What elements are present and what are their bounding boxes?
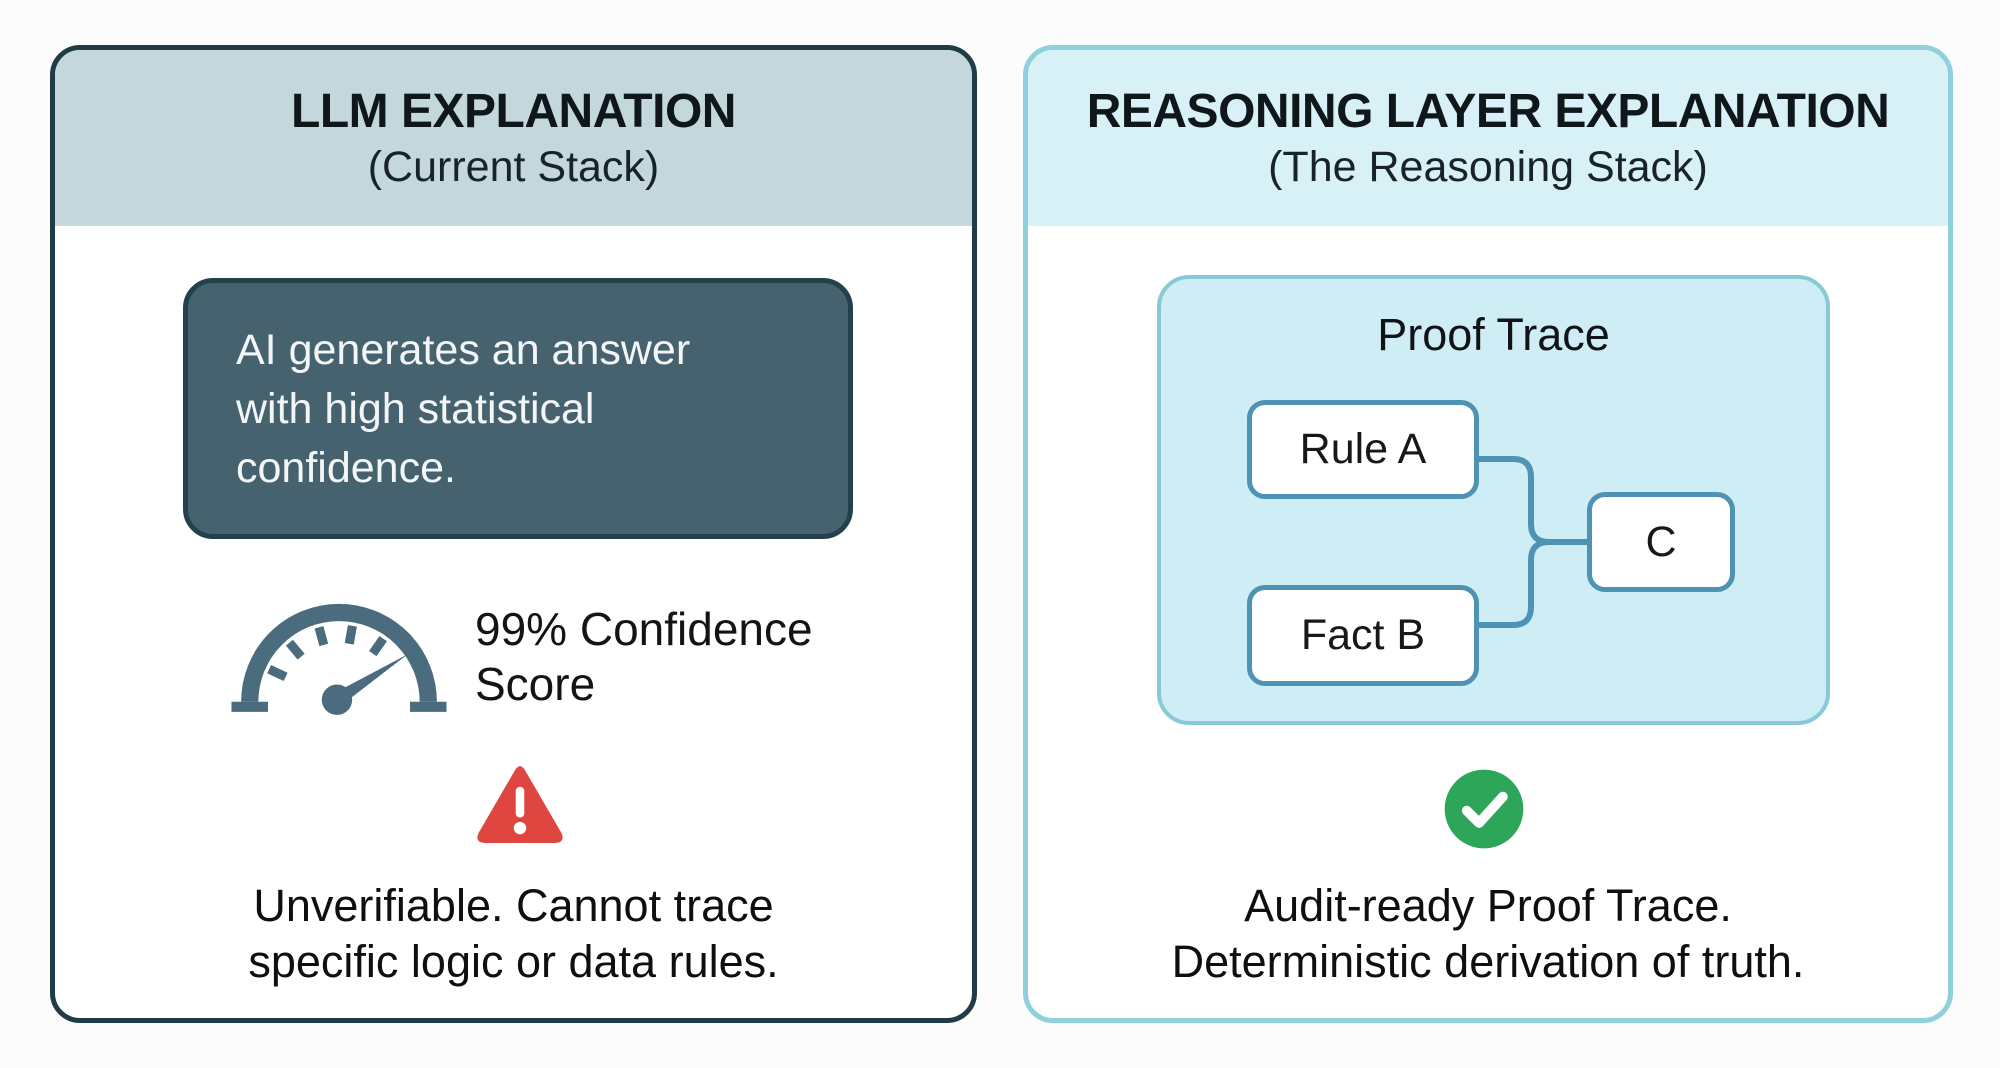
reasoning-caption: Audit-ready Proof Trace. Deterministic d… — [1028, 878, 1948, 990]
llm-panel: LLM EXPLANATION (Current Stack) AI gener… — [50, 45, 977, 1023]
llm-panel-header: LLM EXPLANATION (Current Stack) — [55, 50, 972, 226]
reasoning-panel: REASONING LAYER EXPLANATION (The Reasoni… — [1023, 45, 1953, 1023]
reasoning-panel-subtitle: (The Reasoning Stack) — [1268, 143, 1708, 191]
check-circle-icon — [1444, 769, 1524, 849]
caption-line: specific logic or data rules. — [248, 936, 779, 987]
confidence-score-label: 99% Confidence Score — [475, 602, 813, 712]
proof-trace-connectors — [1476, 456, 1590, 628]
caption-line: Unverifiable. Cannot trace — [253, 880, 774, 931]
reasoning-panel-title: REASONING LAYER EXPLANATION — [1086, 85, 1890, 138]
llm-panel-subtitle: (Current Stack) — [367, 143, 660, 191]
caption-line: Deterministic derivation of truth. — [1171, 936, 1805, 987]
confidence-line: 99% Confidence — [475, 603, 813, 655]
llm-caption: Unverifiable. Cannot trace specific logi… — [55, 878, 972, 990]
confidence-line: Score — [475, 658, 596, 710]
proof-node-c: C — [1587, 492, 1735, 592]
llm-panel-title: LLM EXPLANATION — [291, 85, 736, 138]
speedometer-gauge-icon — [231, 603, 447, 715]
statement-line: AI generates an answer — [236, 326, 691, 374]
llm-statement-box: AI generates an answer with high statist… — [183, 278, 853, 539]
reasoning-panel-header: REASONING LAYER EXPLANATION (The Reasoni… — [1028, 50, 1948, 226]
proof-trace-box: Proof Trace Rule A Fact B C — [1157, 275, 1830, 725]
statement-line: with high statistical — [236, 385, 595, 433]
caption-line: Audit-ready Proof Trace. — [1244, 880, 1732, 931]
statement-line: confidence. — [236, 444, 456, 492]
proof-node-fact-b: Fact B — [1247, 585, 1479, 686]
warning-triangle-icon — [477, 766, 563, 843]
proof-node-rule-a: Rule A — [1247, 400, 1479, 499]
proof-trace-title: Proof Trace — [1377, 309, 1610, 360]
